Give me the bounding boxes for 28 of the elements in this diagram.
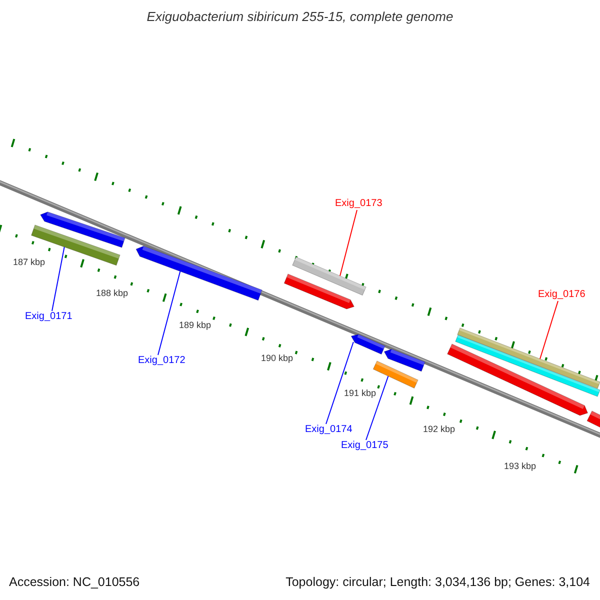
footer-text: Accession: NC_010556 (9, 575, 140, 589)
scale-label: 189 kbp (179, 320, 212, 330)
scale-label: 190 kbp (261, 353, 294, 363)
gene-label: Exig_0175 (341, 440, 388, 452)
gene-label: Exig_0174 (305, 424, 352, 436)
gene-label: Exig_0176 (538, 289, 586, 301)
leader-line (158, 270, 181, 356)
scale-label: 193 kbp (504, 461, 536, 471)
leader-line (540, 300, 558, 360)
title: Exiguobacterium sibiricum 255-15, complete genome (146, 9, 454, 24)
gene-feature (292, 256, 366, 296)
gene-feature (136, 246, 262, 301)
gene-label: Exig_0172 (138, 355, 186, 367)
leader-line (52, 246, 65, 312)
scale-label: 191 kbp (344, 388, 376, 398)
gene-feature (350, 334, 386, 355)
gene-feature (30, 224, 120, 266)
scale-label: 188 kbp (96, 288, 128, 298)
leader-line (366, 376, 389, 440)
gene-feature (372, 360, 418, 389)
gene-label: Exig_0173 (335, 198, 382, 210)
gene-label: Exig_0171 (25, 311, 72, 323)
scale-label: 192 kbp (423, 424, 456, 434)
gene-feature (457, 328, 600, 389)
footer-text: Topology: circular; Length: 3,034,136 bp; Genes: 3,104 (286, 575, 590, 589)
scale-label: 187 kbp (13, 257, 46, 267)
leader-line (340, 210, 358, 276)
leader-line (326, 342, 354, 424)
